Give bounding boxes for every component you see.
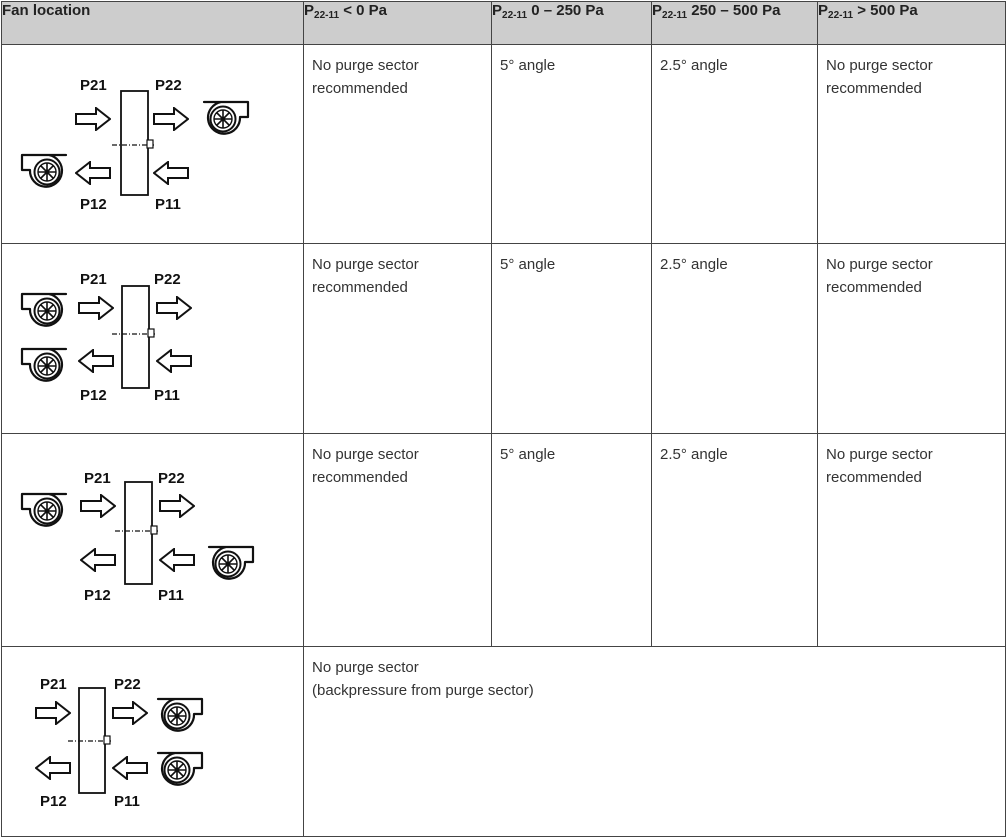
- label-p22: P22: [155, 77, 182, 94]
- label-p11: P11: [154, 387, 180, 404]
- airflow-arrow-left-icon: [80, 548, 116, 572]
- airflow-arrow-right-icon: [159, 494, 195, 518]
- airflow-arrow-right-icon: [75, 107, 111, 131]
- cell-purge-recommendation: 5° angle: [491, 243, 652, 434]
- fan-icon: [156, 751, 204, 786]
- fan-location-diagram: P21 P22 P12 P11: [20, 77, 250, 213]
- fan-location-diagram-cell: P21 P22 P12 P11: [1, 243, 304, 434]
- fan-location-diagram-cell: P21 P22 P12 P11: [1, 433, 304, 647]
- label-p12: P12: [80, 196, 107, 213]
- table-row: P21 P22 P12 P11 No purge sector(backpres…: [1, 646, 1006, 837]
- rotor-block: [121, 285, 150, 389]
- fan-location-diagram: P21 P22 P12 P11: [35, 676, 204, 810]
- rotor-block: [124, 481, 153, 585]
- fan-location-diagram: P21 P22 P12 P11: [20, 470, 255, 604]
- label-p12: P12: [84, 587, 111, 604]
- shaft-bearing: [146, 139, 154, 149]
- cell-purge-recommendation: 2.5° angle: [651, 433, 818, 647]
- label-p21: P21: [80, 271, 107, 288]
- cell-purge-recommendation: 5° angle: [491, 433, 652, 647]
- label-p11: P11: [114, 793, 140, 810]
- header-pressure-below-0: P22-11 < 0 Pa: [303, 1, 492, 45]
- cell-purge-recommendation: 5° angle: [491, 44, 652, 244]
- label-p22: P22: [154, 271, 181, 288]
- label-p12: P12: [40, 793, 67, 810]
- airflow-arrow-right-icon: [112, 701, 148, 725]
- airflow-arrow-right-icon: [156, 296, 192, 320]
- fan-location-diagram-cell: P21 P22 P12 P11: [1, 646, 304, 837]
- label-p21: P21: [40, 676, 67, 693]
- header-row: Fan location P22-11 < 0 Pa P22-11 0 – 25…: [1, 1, 1006, 45]
- airflow-arrow-left-icon: [112, 756, 148, 780]
- airflow-arrow-left-icon: [159, 548, 195, 572]
- fan-icon: [202, 100, 250, 135]
- header-pressure-0-250: P22-11 0 – 250 Pa: [491, 1, 652, 45]
- shaft-bearing: [147, 328, 155, 338]
- label-p12: P12: [80, 387, 107, 404]
- airflow-arrow-right-icon: [80, 494, 116, 518]
- cell-purge-recommendation: 2.5° angle: [651, 44, 818, 244]
- cell-purge-recommendation: 2.5° angle: [651, 243, 818, 434]
- header-fan-location: Fan location: [1, 1, 304, 45]
- fan-location-diagram-cell: P21 P22 P12 P11: [1, 44, 304, 244]
- label-p22: P22: [158, 470, 185, 487]
- header-pressure-250-500: P22-11 250 – 500 Pa: [651, 1, 818, 45]
- fan-icon: [20, 292, 68, 327]
- fan-icon: [207, 545, 255, 580]
- label-p11: P11: [155, 196, 181, 213]
- airflow-arrow-right-icon: [35, 701, 71, 725]
- fan-location-diagram: P21 P22 P12 P11: [20, 271, 192, 404]
- rotor-block: [120, 90, 149, 196]
- airflow-arrow-right-icon: [153, 107, 189, 131]
- airflow-arrow-left-icon: [35, 756, 71, 780]
- airflow-arrow-left-icon: [153, 161, 189, 185]
- header-pressure-above-500: P22-11 > 500 Pa: [817, 1, 1006, 45]
- fan-icon: [156, 697, 204, 732]
- cell-merged-recommendation: No purge sector(backpressure from purge …: [303, 646, 1006, 837]
- fan-icon: [20, 492, 68, 527]
- fan-icon: [20, 347, 68, 382]
- label-p21: P21: [80, 77, 107, 94]
- airflow-arrow-left-icon: [75, 161, 111, 185]
- label-p21: P21: [84, 470, 111, 487]
- label-p22: P22: [114, 676, 141, 693]
- shaft-bearing: [103, 735, 111, 745]
- label-p11: P11: [158, 587, 184, 604]
- fan-icon: [20, 153, 68, 188]
- airflow-arrow-left-icon: [78, 349, 114, 373]
- airflow-arrow-left-icon: [156, 349, 192, 373]
- shaft-bearing: [150, 525, 158, 535]
- airflow-arrow-right-icon: [78, 296, 114, 320]
